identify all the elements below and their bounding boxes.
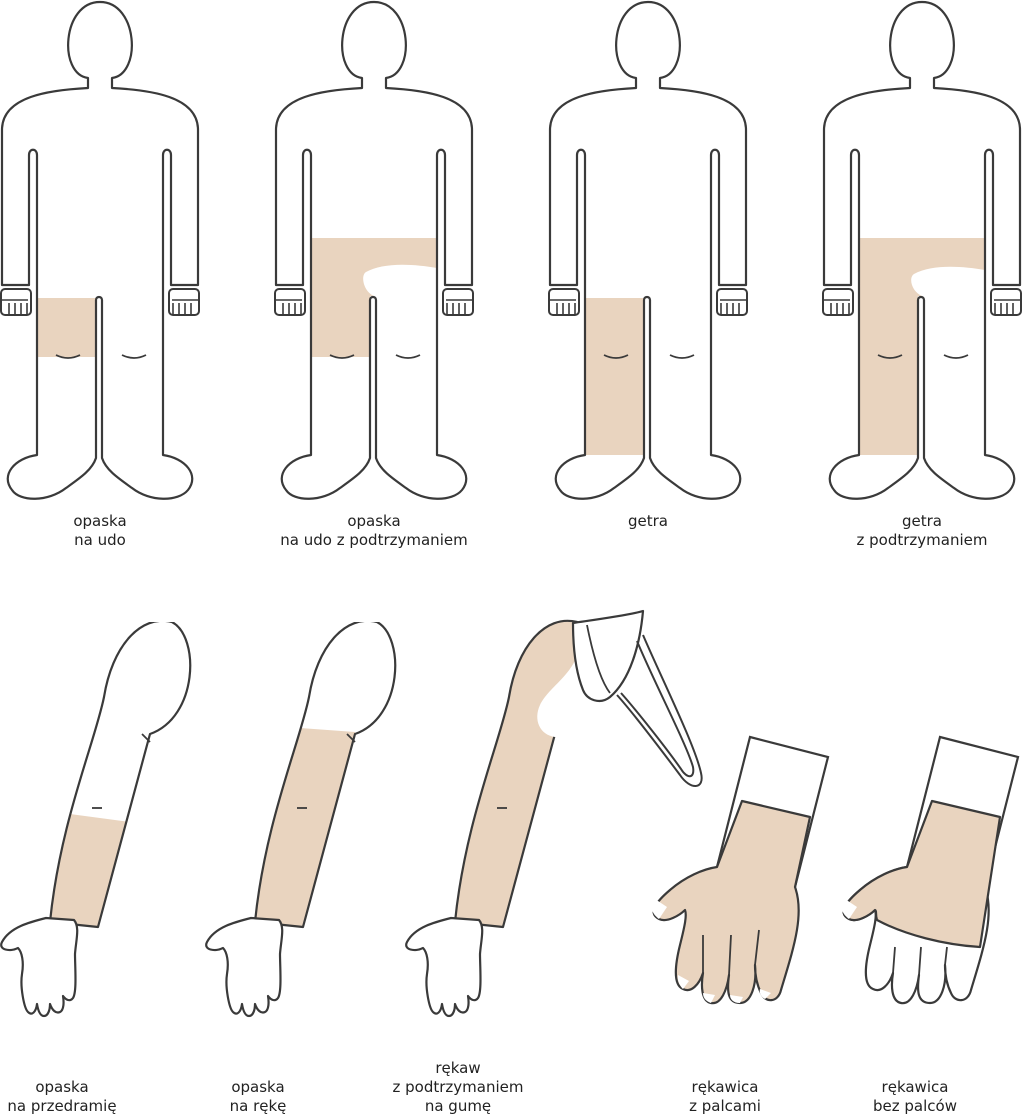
- caption-rekaw-z-podtrzymaniem: rękaw z podtrzymaniem na gumę: [378, 1059, 538, 1116]
- caption-line: rękaw: [435, 1059, 481, 1077]
- caption-rekawica-bez-palcow: rękawica bez palców: [860, 1078, 970, 1116]
- figure-getra: [548, 0, 748, 505]
- caption-line: z podtrzymaniem: [856, 531, 988, 549]
- caption-line: rękawica: [691, 1078, 759, 1096]
- figure-rekawica-z-palcami: [645, 735, 835, 1020]
- glove-palcami-body: [652, 799, 812, 1005]
- rekaw-strap-cup: [571, 609, 645, 703]
- caption-line: na przedramię: [7, 1097, 117, 1115]
- fill-opaska-na-udo: [38, 298, 96, 357]
- caption-line: na udo z podtrzymaniem: [280, 531, 468, 549]
- figure-opaska-na-udo-z-podtrzymaniem: [274, 0, 474, 505]
- caption-line: opaska: [35, 1078, 89, 1096]
- glove-bez-palcow-body: [842, 799, 1002, 949]
- caption-line: na udo: [74, 531, 126, 549]
- caption-opaska-na-reke: opaska na rękę: [208, 1078, 308, 1116]
- caption-line: opaska: [231, 1078, 285, 1096]
- figure-opaska-na-reke: [205, 622, 405, 1022]
- caption-line: opaska: [347, 512, 401, 530]
- figure-opaska-na-przedramie: [0, 622, 200, 1022]
- caption-line: na gumę: [424, 1097, 492, 1115]
- caption-line: z podtrzymaniem: [392, 1078, 524, 1096]
- figure-rekawica-bez-palcow: [835, 735, 1024, 1020]
- fill-opaska-na-reke: [255, 724, 365, 927]
- caption-line: na rękę: [229, 1097, 287, 1115]
- caption-opaska-na-udo-z-podtrzymaniem: opaska na udo z podtrzymaniem: [254, 512, 494, 550]
- caption-line: getra: [628, 512, 668, 530]
- caption-line: getra: [902, 512, 942, 530]
- caption-getra-z-podtrzymaniem: getra z podtrzymaniem: [822, 512, 1022, 550]
- caption-line: z palcami: [689, 1097, 761, 1115]
- figure-rekaw-z-podtrzymaniem: [405, 605, 715, 1025]
- caption-opaska-na-udo: opaska na udo: [0, 512, 200, 550]
- caption-line: bez palców: [873, 1097, 957, 1115]
- figure-opaska-na-udo: [0, 0, 200, 505]
- caption-rekawica-z-palcami: rękawica z palcami: [670, 1078, 780, 1116]
- caption-line: opaska: [73, 512, 127, 530]
- fill-opaska-z-podtrzymaniem: [312, 238, 437, 357]
- rekaw-strap-loop: [616, 634, 703, 787]
- caption-getra: getra: [548, 512, 748, 531]
- caption-opaska-na-przedramie: opaska na przedramię: [0, 1078, 124, 1116]
- caption-line: rękawica: [881, 1078, 949, 1096]
- figure-getra-z-podtrzymaniem: [822, 0, 1022, 505]
- fill-getra: [586, 298, 644, 455]
- fill-getra-z-podtrzymaniem: [860, 238, 985, 455]
